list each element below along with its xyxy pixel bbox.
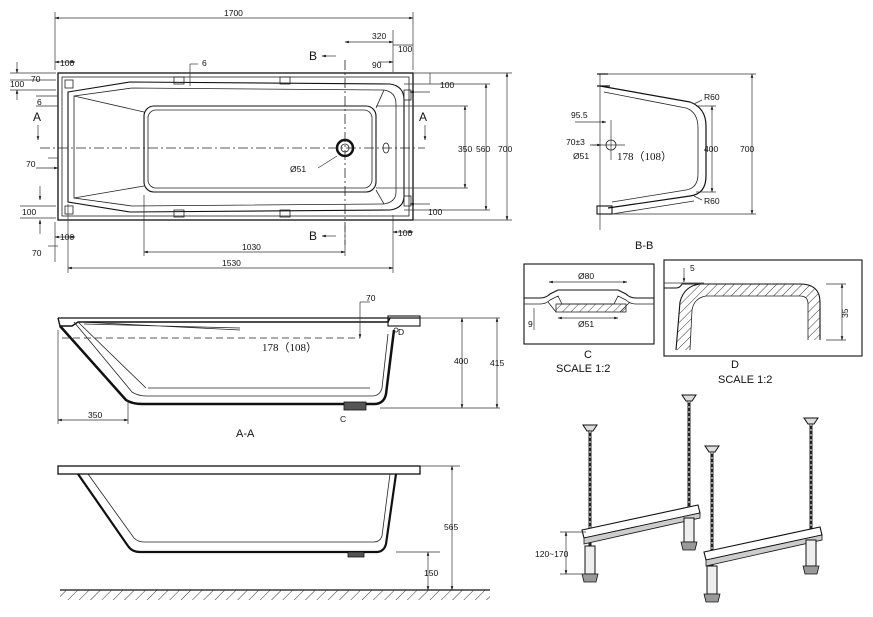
dim-100-left-low: 100 xyxy=(22,207,36,217)
support-pad xyxy=(64,79,74,89)
top-view-inner-rim xyxy=(61,76,410,217)
drain-dia-label: Ø51 xyxy=(290,164,306,174)
bb-radius-bottom: R60 xyxy=(704,196,720,206)
detail-c: Ø80 Ø51 9 C SCALE 1:2 xyxy=(523,263,655,375)
dim-1700: 1700 xyxy=(224,8,243,18)
aa-title: A-A xyxy=(236,428,255,440)
top-view-basin-inner xyxy=(73,87,397,207)
dim-700-top-view: 700 xyxy=(498,144,512,154)
dim-1530: 1530 xyxy=(222,258,241,268)
d-scale: SCALE 1:2 xyxy=(718,374,772,386)
support-pad xyxy=(173,209,185,218)
section-aa: 70 178（108） D C 400 415 350 A-A xyxy=(57,293,504,440)
top-view-basin-bottom xyxy=(143,105,377,193)
detail-d: 5 35 D SCALE 1:2 xyxy=(663,259,863,386)
dim-100-bottom-left: 100 xyxy=(60,232,74,242)
support-pad xyxy=(403,195,412,207)
dim-100-bottom-right: 100 xyxy=(398,228,412,238)
side-dim-150: 150 xyxy=(424,568,438,578)
bb-dim-400: 400 xyxy=(704,144,718,154)
dim-100-left: 100 xyxy=(10,79,24,89)
leg-frame-2 xyxy=(703,417,823,603)
aa-dim-400: 400 xyxy=(454,356,468,366)
dim-100-right: 100 xyxy=(440,80,454,90)
bb-dim-95-5: 95.5 xyxy=(571,110,588,120)
support-pad xyxy=(64,205,74,215)
aa-dim-350: 350 xyxy=(88,410,102,420)
bb-radius-top: R60 xyxy=(704,92,720,102)
d-label: D xyxy=(731,359,739,371)
c-dim-51: Ø51 xyxy=(578,319,594,329)
dim-70-bottom-left: 70 xyxy=(32,248,42,258)
section-a-left-label: A xyxy=(33,110,41,124)
c-dim-80: Ø80 xyxy=(578,271,594,281)
bb-dim-70: 70±3 xyxy=(566,137,585,147)
section-a-right-label: A xyxy=(419,110,427,124)
section-bb: 95.5 70±3 Ø51 178（108） R60 R60 400 700 B… xyxy=(566,73,756,252)
bb-dim-51: Ø51 xyxy=(573,151,589,161)
dim-100-top-right: 100 xyxy=(398,44,412,54)
section-b-top-label: B xyxy=(309,49,317,63)
d-dim-35: 35 xyxy=(840,308,850,318)
bb-depth: 178（108） xyxy=(617,150,672,163)
dim-560: 560 xyxy=(476,144,490,154)
dim-1030: 1030 xyxy=(242,242,261,252)
dim-70-left: 70 xyxy=(31,74,41,84)
bb-title: B-B xyxy=(635,240,653,252)
section-b-bottom-label: B xyxy=(309,229,317,243)
top-view-basin-bottom-inner xyxy=(147,109,373,189)
aa-dim-70: 70 xyxy=(366,293,376,303)
bb-dim-700: 700 xyxy=(740,144,754,154)
c-label: C xyxy=(584,349,592,361)
c-scale: SCALE 1:2 xyxy=(556,363,610,375)
leg-frame-1 xyxy=(581,394,701,583)
aa-dim-415: 415 xyxy=(490,358,504,368)
support-pad xyxy=(173,76,185,85)
dim-70-left-mid: 70 xyxy=(26,159,36,169)
top-view: Ø51 1700 320 100 90 6 100 70 100 6 70 xyxy=(10,8,512,273)
aa-marker-d: D xyxy=(398,327,404,337)
dim-90: 90 xyxy=(372,60,382,70)
dim-320: 320 xyxy=(372,31,386,41)
top-view-outer-rim xyxy=(57,72,414,221)
aa-drain-block xyxy=(343,401,367,411)
leg-height-range: 120~170 xyxy=(535,549,569,559)
dim-6-left: 6 xyxy=(37,97,42,107)
dim-100-right-low: 100 xyxy=(428,207,442,217)
dim-100-top-left: 100 xyxy=(60,58,74,68)
support-pad xyxy=(279,209,291,218)
dim-350: 350 xyxy=(458,144,472,154)
floor-hatch xyxy=(60,590,490,600)
aa-marker-c: C xyxy=(340,414,346,424)
aa-depth: 178（108） xyxy=(262,341,317,354)
d-dim-5: 5 xyxy=(690,263,695,273)
side-view: 565 150 xyxy=(57,465,490,600)
dim-6-top: 6 xyxy=(202,58,207,68)
side-dim-565: 565 xyxy=(444,522,458,532)
leg-supports: 120~170 xyxy=(535,394,823,603)
support-pad xyxy=(403,89,412,101)
support-pad xyxy=(279,76,291,85)
c-dim-9: 9 xyxy=(528,319,533,329)
